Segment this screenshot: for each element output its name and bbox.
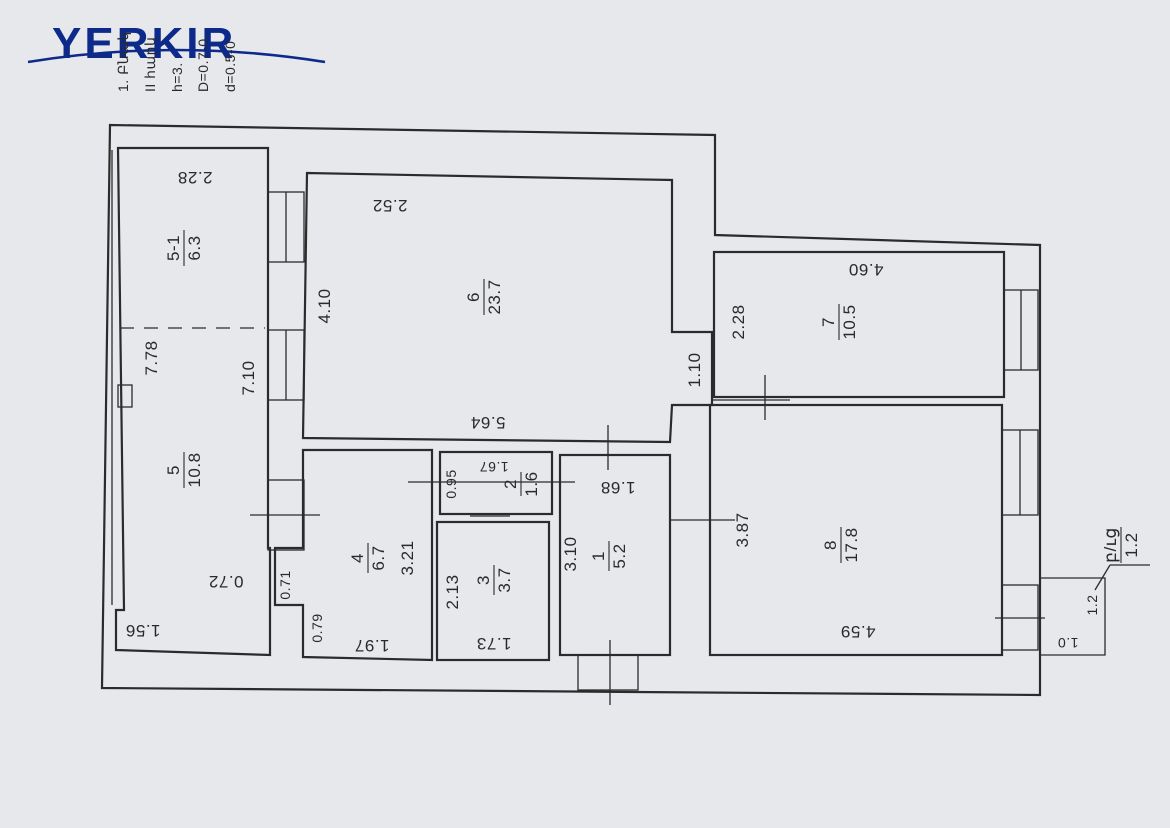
dim-r6-bottom: 5.64 <box>470 413 505 432</box>
dim-r7-top: 4.60 <box>848 260 883 279</box>
column-stub <box>117 384 133 408</box>
room-8-outline <box>708 403 1004 657</box>
room-8-number: 8 <box>821 540 840 550</box>
room-5-1-label: 5-1 6.3 <box>164 230 204 266</box>
room-5-number: 5 <box>164 465 183 475</box>
room-3-number: 3 <box>474 575 493 585</box>
header-note-4: D=0.7-0. <box>195 34 211 92</box>
room-5-label: 5 10.8 <box>164 452 204 488</box>
room-6-label: 6 23.7 <box>464 279 504 315</box>
header-note-2: II հարկ <box>142 37 158 92</box>
dim-r5-right-upper: 7.78 <box>142 340 161 375</box>
room-1-number: 1 <box>589 551 608 561</box>
dim-r6-left: 4.10 <box>315 288 334 323</box>
room-7-number: 7 <box>819 317 838 327</box>
room-4-label: 4 6.7 <box>348 543 388 573</box>
balcony-label: բ/ւց 1.2 <box>1101 527 1141 563</box>
room-5-1-number: 5-1 <box>164 235 183 261</box>
balcony-area: 1.2 <box>1122 532 1141 557</box>
header-note-5: d=0.5-0 <box>222 41 238 92</box>
room-8-label: 8 17.8 <box>821 527 861 563</box>
room-7-area: 10.5 <box>840 304 859 339</box>
dimension-labels: 2.28 7.78 7.10 1.56 0.72 2.52 4.10 1.10 … <box>125 168 1100 655</box>
dim-r5-top: 2.28 <box>177 168 212 187</box>
header-notes: 1. Բնակ II հարկ h=3. D=0.7-0. d=0.5-0 <box>115 31 238 92</box>
room-2-area: 1.6 <box>522 471 541 496</box>
room-5-1-area: 6.3 <box>185 235 204 260</box>
dim-r2-top: 1.67 <box>479 459 508 475</box>
logo: YERKIR <box>27 19 326 68</box>
room-2-outline <box>438 450 554 516</box>
room-3-label: 3 3.7 <box>474 565 514 595</box>
balcony-outline <box>1040 577 1106 656</box>
dim-r4-small-a: 0.71 <box>277 570 293 599</box>
room-4-number: 4 <box>348 553 367 563</box>
dim-r4-right: 3.21 <box>398 540 417 575</box>
dim-r8-bottom: 4.59 <box>840 622 875 641</box>
dim-r4-small-b: 0.79 <box>309 613 325 642</box>
room-2-label: 2 1.6 <box>501 471 541 496</box>
room-8-area: 17.8 <box>842 527 861 562</box>
dim-r5-right-lower: 7.10 <box>239 360 258 395</box>
room-6-outline <box>301 171 714 444</box>
room-4-outline <box>273 448 434 662</box>
room-6-area: 23.7 <box>485 279 504 314</box>
header-note-1: 1. Բնակ <box>115 31 131 92</box>
dim-r2-left: 0.95 <box>443 469 459 498</box>
room-7-label: 7 10.5 <box>819 304 859 340</box>
entrance-door <box>577 654 639 691</box>
dim-r3-left: 2.13 <box>443 574 462 609</box>
room-3-area: 3.7 <box>495 567 514 592</box>
dim-r7-left: 2.28 <box>729 304 748 339</box>
dim-r4-bottom: 1.97 <box>354 636 389 655</box>
dim-r3-bottom: 1.73 <box>476 634 511 653</box>
dim-r8-left: 3.87 <box>733 512 752 547</box>
outer-wall <box>100 123 1042 697</box>
dim-r1-top: 1.68 <box>600 478 635 497</box>
balcony-leader <box>1094 564 1111 591</box>
room-5-area: 10.8 <box>185 452 204 487</box>
balcony-label-text: բ/ւց <box>1101 527 1120 563</box>
dim-r5-corner: 0.72 <box>208 572 243 591</box>
room-1-area: 5.2 <box>610 543 629 568</box>
dim-balcony-side: 1.2 <box>1084 595 1100 616</box>
room-1-label: 1 5.2 <box>589 541 629 571</box>
logo-text: YERKIR <box>52 19 236 68</box>
room-6-number: 6 <box>464 292 483 302</box>
dim-r6-right: 1.10 <box>685 352 704 387</box>
room-4-area: 6.7 <box>369 545 388 570</box>
dim-r5-bottom: 1.56 <box>125 621 160 640</box>
room-labels: 1 5.2 2 1.6 3 3.7 4 6.7 5 10.8 5-1 6.3 <box>164 230 1141 595</box>
dim-balcony-bottom: 1.0 <box>1058 635 1079 651</box>
header-note-3: h=3. <box>169 62 185 92</box>
room-3-outline <box>435 520 551 662</box>
room-2-number: 2 <box>501 479 520 489</box>
room-5-outline <box>114 146 272 657</box>
logo-swoosh <box>27 48 326 64</box>
dim-r1-left: 3.10 <box>561 536 580 571</box>
dim-r6-top: 2.52 <box>372 196 407 215</box>
